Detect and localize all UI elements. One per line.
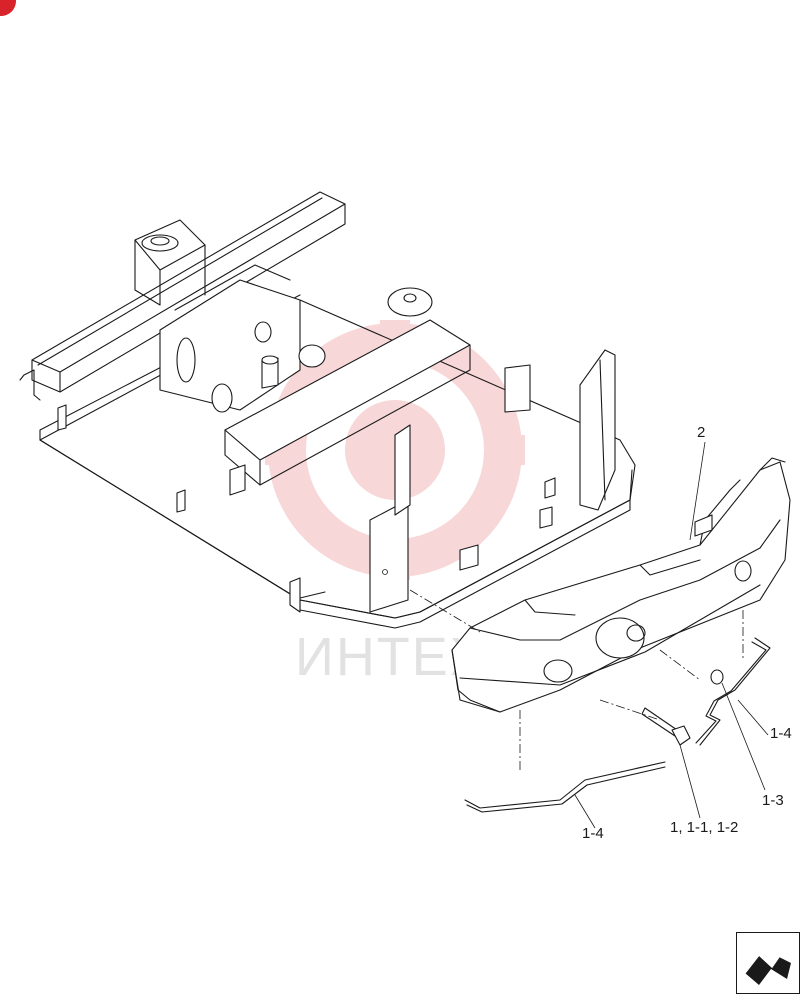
washer <box>710 669 724 685</box>
callout-2: 2 <box>697 424 705 441</box>
rod-left <box>464 761 666 809</box>
callout-1-4-right: 1-4 <box>770 725 792 742</box>
rod-right <box>699 637 771 746</box>
callout-1: 1, 1-1, 1-2 <box>670 819 738 836</box>
counterweight <box>451 457 791 713</box>
frame-assembly <box>19 191 636 629</box>
next-page-arrow-icon <box>744 953 791 985</box>
parts-callout-layer: 2 1-4 1-3 1-4 1, 1-1, 1-2 <box>409 424 792 842</box>
callout-1-4-left: 1-4 <box>582 825 604 842</box>
callout-1-3: 1-3 <box>762 792 784 809</box>
next-page-button[interactable] <box>736 932 800 994</box>
